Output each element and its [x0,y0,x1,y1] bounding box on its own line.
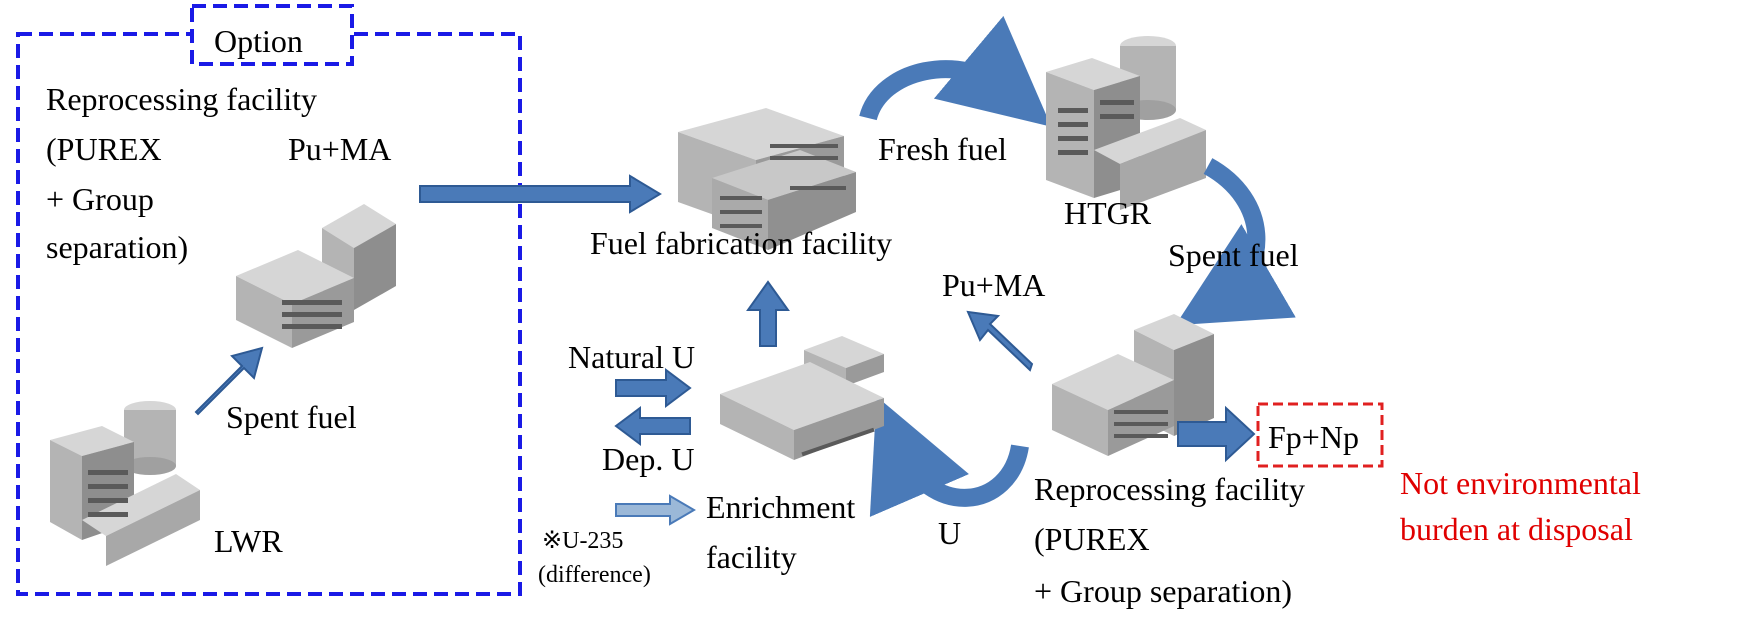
fresh-fuel-curved-arrow [859,15,1052,127]
fp-np-arrow [1177,405,1256,463]
lwr-reprocessing-line2: (PUREX [46,131,162,167]
option-title-box [190,4,354,66]
htgr-building [1046,36,1206,210]
htgr-spent-fuel-label: Spent fuel [1168,237,1299,273]
natural-u-arrow [615,368,692,408]
lwr-output-label: Spent fuel [226,399,357,435]
lwr-reprocessing-building [236,204,396,348]
fp-np-label: Fp+Np [1268,419,1359,455]
natural-u-label: Natural U [568,339,695,375]
lwr-reprocessing-output: Pu+MA [288,131,391,167]
not-burden-line2: burden at disposal [1400,511,1633,547]
enrichment-building [720,336,884,460]
u235-label-line1: ※U-235 [542,528,623,554]
not-burden-line1: Not environmental [1400,465,1641,501]
u-return-label: U [938,515,961,551]
lwr-building [50,401,200,566]
u-return-curved-arrow [869,396,1029,518]
fuel-fabrication-building [678,108,856,250]
u235-label-line2: (difference) [538,562,651,588]
lwr-reprocessing-line3: + Group [46,181,154,217]
fresh-fuel-label: Fresh fuel [878,131,1007,167]
lwr-label: LWR [214,523,283,559]
htgr-pu-ma-label: Pu+MA [942,267,1045,303]
enrichment-to-fabrication-arrow [746,280,790,347]
option-group: Option Reprocessing facility (PUREX + Gr… [16,4,522,596]
dep-u-arrow [614,406,691,446]
lwr-reprocessing-line4: separation) [46,229,188,265]
pu-ma-arrow-to-fabrication [419,174,662,214]
enrichment-label-line1: Enrichment [706,489,855,525]
option-box [16,32,522,596]
lwr-reprocessing-line1: Reprocessing facility [46,81,317,117]
u235-difference-arrow [615,494,696,526]
fp-np-box [1256,402,1384,468]
htgr-reprocessing-line1: Reprocessing facility [1034,471,1305,507]
htgr-reprocessing-building [1052,314,1214,456]
lwr-spent-fuel-arrow [194,346,264,416]
fuel-fabrication-label: Fuel fabrication facility [590,225,892,261]
htgr-reprocessing-line3: + Group separation) [1034,573,1292,609]
htgr-label: HTGR [1064,195,1152,231]
enrichment-label-line2: facility [706,539,797,575]
htgr-pu-ma-arrow [966,310,1034,372]
htgr-spent-fuel-curved-arrow [1175,158,1296,326]
option-title: Option [214,23,303,59]
dep-u-label: Dep. U [602,441,694,477]
htgr-reprocessing-line2: (PUREX [1034,521,1150,557]
